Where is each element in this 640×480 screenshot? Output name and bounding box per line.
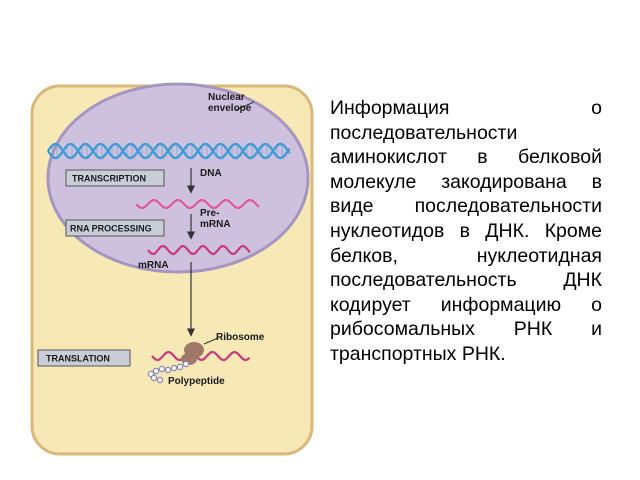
nuclear-envelope-label: Nuclear envelope (208, 92, 252, 114)
mrna-strand (147, 244, 251, 256)
translation-box: TRANSLATION (37, 349, 131, 367)
polypeptide-chain (147, 360, 190, 384)
transcription-label: TRANSCRIPTION (72, 174, 146, 184)
pre-mrna-label: Pre- mRNA (200, 208, 231, 230)
translation-label: TRANSLATION (46, 354, 110, 364)
rna-processing-box: RNA PROCESSING (65, 219, 165, 237)
amino-acid-bead (156, 376, 164, 384)
amino-acid-bead (182, 360, 190, 368)
amino-acid-bead (164, 366, 172, 374)
ribosome-label: Ribosome (216, 332, 265, 343)
transcription-box: TRANSCRIPTION (65, 169, 165, 187)
dna-helix (47, 142, 291, 160)
cytoplasm-mrna-strand (151, 350, 251, 362)
amino-acid-bead (176, 363, 184, 371)
amino-acid-bead (158, 365, 166, 373)
nuclear-envelope-pointer (235, 101, 255, 111)
rna-processing-label: RNA PROCESSING (70, 224, 152, 234)
dna-label: DNA (200, 168, 222, 179)
amino-acid-bead (150, 374, 158, 382)
polypeptide-label: Polypeptide (168, 376, 225, 387)
explanation-text: Информация о последовательности аминокис… (330, 97, 602, 365)
pre-mrna-strand (135, 198, 260, 210)
ribosome-pointer (203, 337, 219, 345)
amino-acid-bead (152, 367, 160, 375)
cell-diagram: Nuclear envelope TRANSCRIPTION DNA Pre- … (30, 82, 314, 456)
mrna-label: mRNA (138, 260, 169, 271)
amino-acid-bead (170, 364, 178, 372)
